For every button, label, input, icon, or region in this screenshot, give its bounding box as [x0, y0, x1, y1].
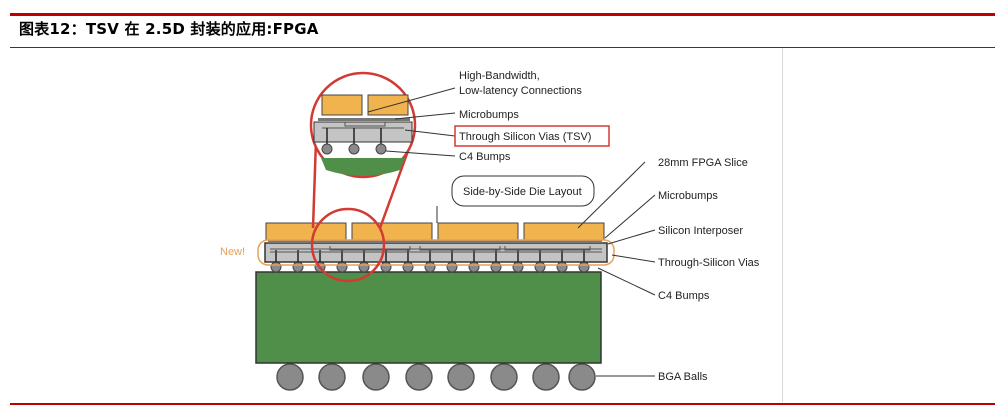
bga-label: BGA Balls — [658, 371, 708, 383]
title-underline — [10, 47, 995, 48]
side-by-side-label: Side-by-Side Die Layout — [463, 186, 582, 198]
new-tag: New! — [220, 246, 245, 258]
zoom-small-circle — [310, 207, 386, 283]
interposer-label: Silicon Interposer — [658, 225, 743, 237]
figure-title: 图表12：TSV 在 2.5D 封装的应用:FPGA — [19, 20, 319, 38]
top-rule — [10, 13, 995, 16]
new-interposer-outline — [257, 239, 615, 266]
microbumps-top-label: Microbumps — [459, 109, 519, 121]
fpga-dies — [265, 222, 605, 241]
tsv-label: Through-Silicon Vias — [658, 257, 760, 269]
package-substrate — [255, 271, 602, 364]
c4-top-label: C4 Bumps — [459, 151, 511, 163]
interposer-wiring — [270, 246, 602, 253]
leader-lines — [367, 87, 656, 377]
tsv-top-label: Through Silicon Vias (TSV) — [459, 131, 591, 143]
bottom-rule — [10, 403, 995, 405]
side-by-side-box — [451, 175, 595, 207]
hbw-label-line1: High-Bandwidth, — [459, 70, 540, 82]
bga-balls — [276, 363, 596, 391]
c4-label: C4 Bumps — [658, 290, 710, 302]
right-divider — [782, 48, 783, 402]
microbumps-row — [268, 240, 602, 243]
zoom-detail — [313, 94, 413, 176]
microbumps-label: Microbumps — [658, 190, 718, 202]
tsv-highlight-box — [454, 125, 610, 147]
fpga-slice-label: 28mm FPGA Slice — [658, 157, 748, 169]
hbw-label-line2: Low-latency Connections — [459, 85, 582, 97]
